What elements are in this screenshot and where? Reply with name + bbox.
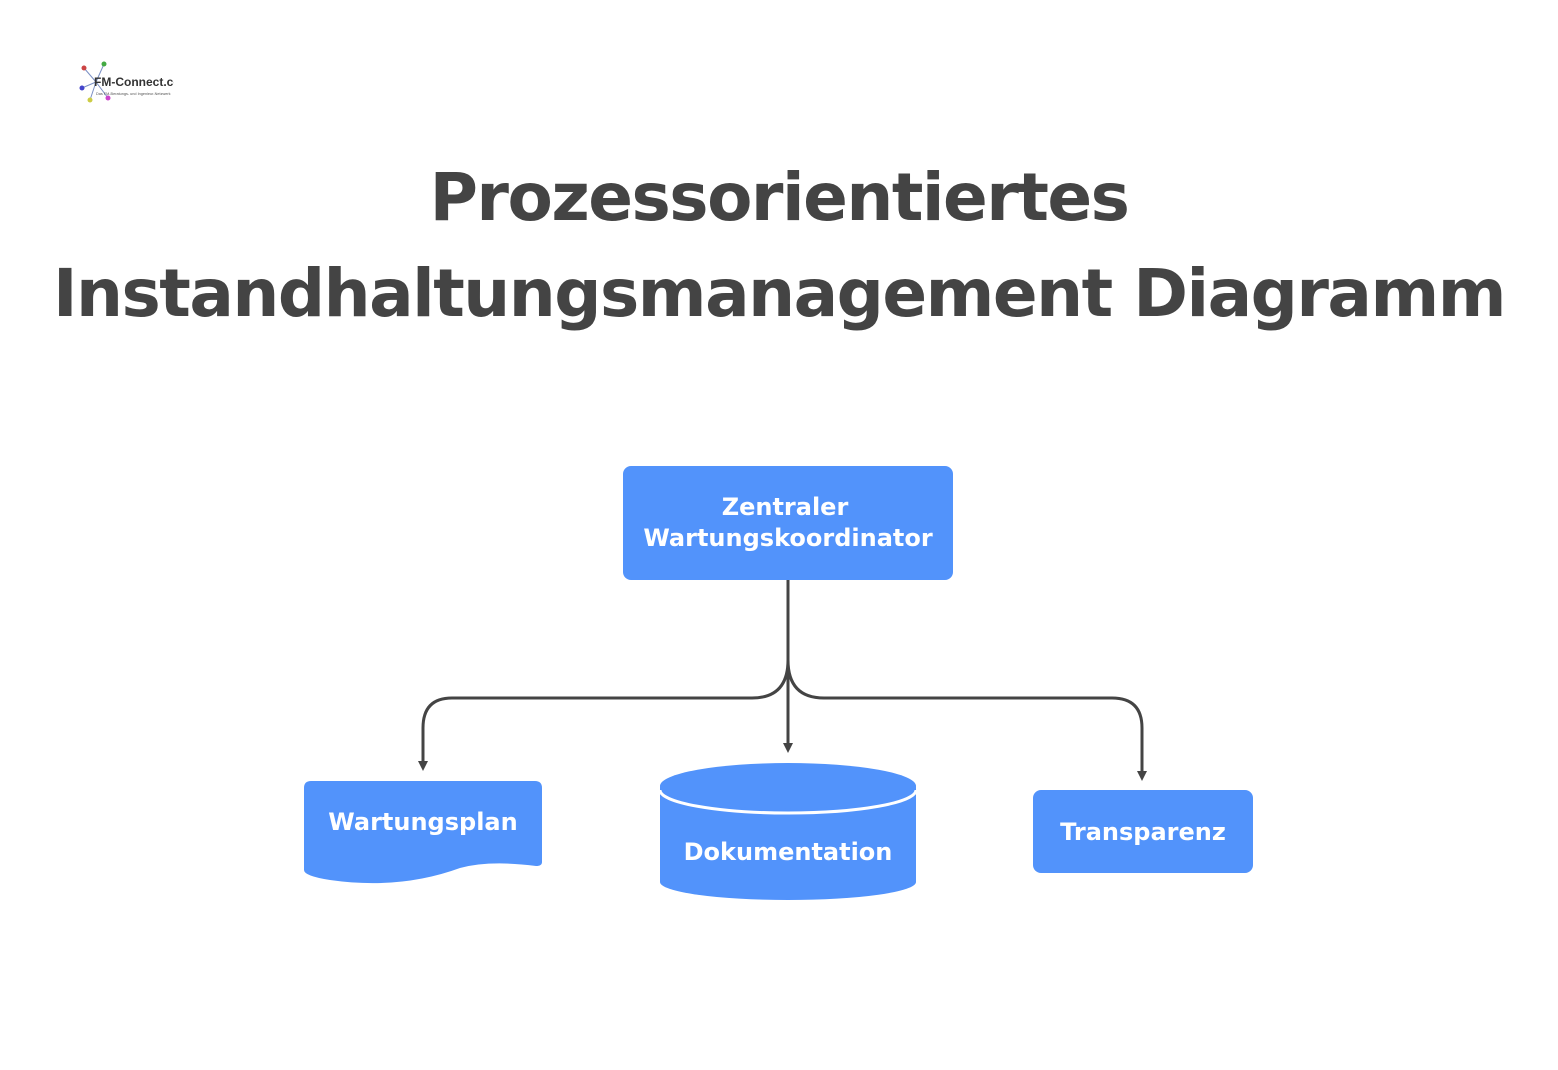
fm-connect-logo: FM-Connect.com Das FM-Beratungs- und Ing… [74, 56, 174, 108]
node-wartungsplan: Wartungsplan [304, 781, 542, 884]
node-coordinator-line-2: Wartungskoordinator [643, 524, 933, 552]
logo-name: FM-Connect.com [94, 75, 174, 89]
node-transparenz-label: Transparenz [1060, 818, 1226, 846]
node-wartungsplan-label: Wartungsplan [328, 808, 517, 836]
logo-burst-icon [81, 63, 109, 101]
edge-to-wartungsplan [418, 659, 790, 771]
edge-to-transparenz [786, 659, 1147, 781]
page-title: Prozessorientiertes Instandhaltungsmanag… [0, 150, 1558, 342]
node-coordinator: Zentraler Wartungskoordinator [623, 466, 953, 580]
title-line-2: Instandhaltungsmanagement Diagramm [52, 255, 1507, 332]
edges [418, 580, 1147, 781]
title-line-1: Prozessorientiertes [429, 159, 1130, 236]
node-documentation: Dokumentation [658, 763, 918, 900]
node-transparenz: Transparenz [1033, 790, 1253, 873]
node-documentation-label: Dokumentation [684, 838, 893, 866]
node-coordinator-line-1: Zentraler [722, 493, 849, 521]
logo-tagline: Das FM-Beratungs- und Ingenieur-Netzwerk [96, 92, 171, 96]
